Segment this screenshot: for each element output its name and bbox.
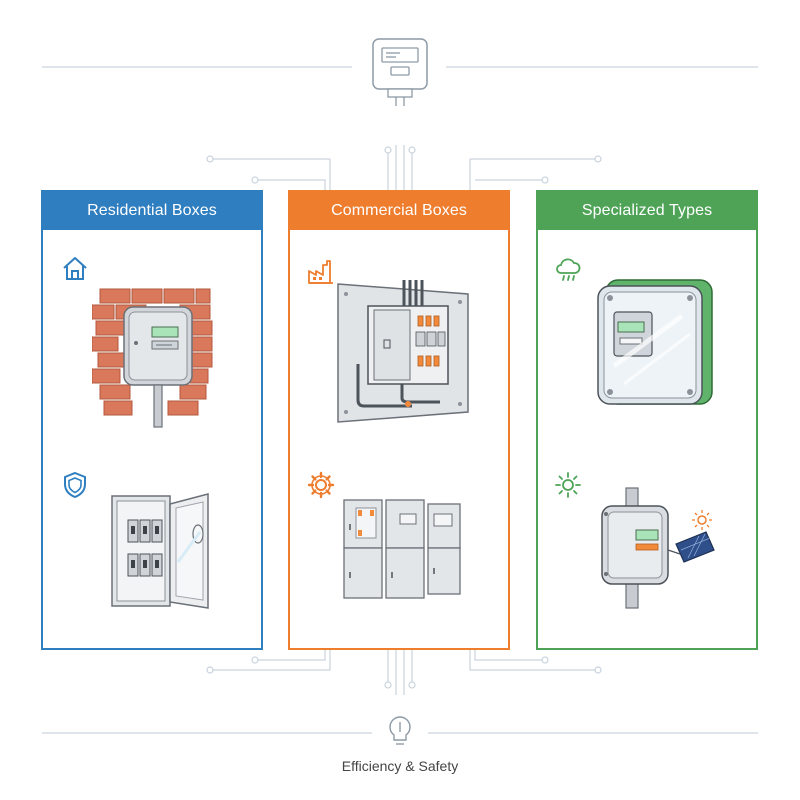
sun-icon	[555, 472, 581, 498]
solar-powered-meter-box	[601, 487, 715, 609]
wall-mounted-distribution-panel	[337, 280, 469, 423]
modular-meter-bank	[343, 499, 461, 599]
electric-meter-icon	[372, 38, 428, 106]
rain-cloud-icon	[556, 258, 581, 281]
footer-label: Efficiency & Safety	[341, 758, 459, 774]
shield-icon	[64, 471, 86, 499]
brick-wall-meter-box	[92, 288, 213, 428]
lightbulb-icon	[389, 716, 411, 745]
open-breaker-cabinet	[111, 493, 209, 609]
gear-icon	[307, 471, 335, 499]
weatherproof-meter-enclosure	[597, 279, 713, 405]
house-icon	[63, 257, 87, 280]
panel-title: Residential Boxes	[43, 192, 261, 230]
panel-title: Commercial Boxes	[290, 192, 508, 230]
panel-title: Specialized Types	[538, 192, 756, 230]
factory-icon	[308, 260, 333, 284]
